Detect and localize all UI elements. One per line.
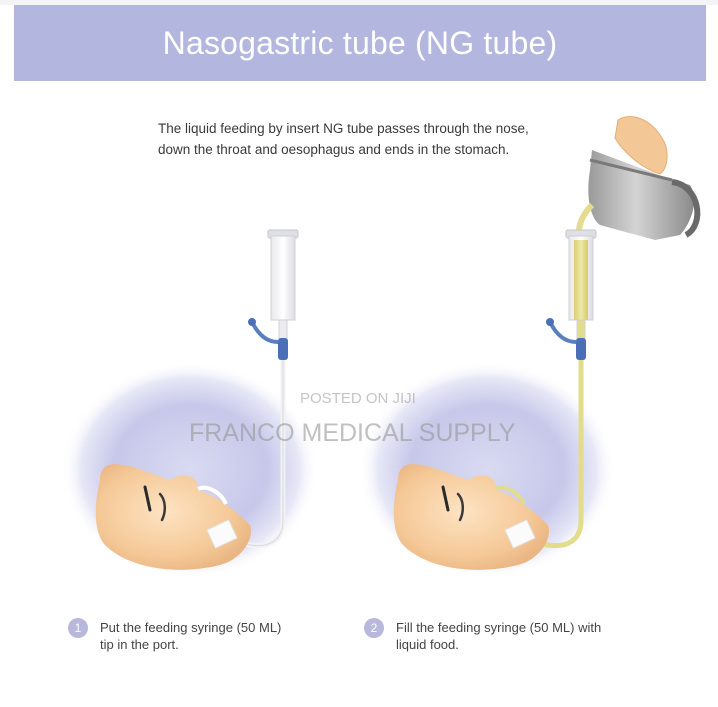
hand-icon [614,116,668,175]
step-2-line-1: Fill the feeding syringe (50 ML) with [396,620,602,635]
syringe-icon [546,229,597,360]
top-strip [0,0,718,5]
step-1-text: Put the feeding syringe (50 ML) tip in t… [100,619,300,653]
syringe-icon [248,229,299,360]
face-icon [393,464,549,570]
intro-line-2: down the throat and oesophagus and ends … [158,142,510,157]
figure-step-2 [359,116,701,578]
page-title: Nasogastric tube (NG tube) [162,24,558,61]
intro-line-1: The liquid feeding by insert NG tube pas… [158,121,529,136]
intro-text: The liquid feeding by insert NG tube pas… [158,118,578,160]
step-number-badge: 2 [364,618,384,638]
step-1: 1 Put the feeding syringe (50 ML) tip in… [68,618,300,653]
step-2-text: Fill the feeding syringe (50 ML) with li… [396,619,626,653]
watermark-seller: FRANCO MEDICAL SUPPLY [189,419,516,447]
watermark-posted: POSTED ON JIJI [300,390,416,407]
step-2: 2 Fill the feeding syringe (50 ML) with … [364,618,626,653]
pitcher-icon [576,150,701,240]
step-2-line-2: liquid food. [396,637,459,652]
step-number-badge: 1 [68,618,88,638]
step-1-line-2: tip in the port. [100,637,179,652]
step-1-line-1: Put the feeding syringe (50 ML) [100,620,282,635]
title-banner: Nasogastric tube (NG tube) [14,5,706,81]
face-icon [95,464,251,570]
figure-step-1 [62,229,318,578]
